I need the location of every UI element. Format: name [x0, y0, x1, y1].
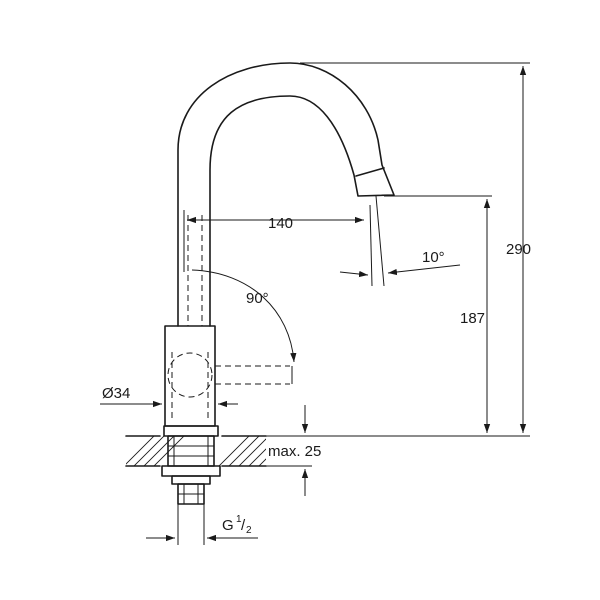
lever-rotation-label: 90°: [246, 290, 269, 307]
dim-counter-thickness: max. 25: [266, 405, 321, 496]
dim-body-diameter: Ø34: [100, 385, 238, 412]
body-diameter-label: Ø34: [102, 385, 130, 402]
aerator-line: [355, 167, 385, 177]
countertop: [125, 435, 267, 467]
hidden-lines: [167, 215, 293, 420]
base-flange: [163, 425, 219, 437]
thread-label-base: G: [222, 517, 234, 534]
spout-outline: [177, 62, 395, 327]
thread-label-numerator: 1: [236, 514, 242, 525]
dim-spout-angle: 10°: [339, 195, 461, 287]
dim-total-height: 290: [266, 62, 531, 437]
spout-angle-label: 10°: [422, 249, 445, 266]
counter-thickness-label: max. 25: [268, 443, 321, 460]
thread-label-slash: /: [241, 517, 246, 534]
reach-label: 140: [268, 215, 293, 232]
lever-pivot-circle: [167, 352, 213, 398]
dim-reach: 140: [183, 210, 364, 272]
dim-thread: G 1 / 2: [146, 504, 258, 545]
spout-height-label: 187: [460, 310, 485, 327]
thread-label-denominator: 2: [246, 525, 252, 536]
dim-lever-rotation: 90°: [191, 269, 297, 363]
faucet-outline: [163, 62, 395, 437]
total-height-label: 290: [506, 241, 531, 258]
mounting-shank: [161, 435, 221, 505]
dim-spout-height: 187: [384, 195, 492, 433]
